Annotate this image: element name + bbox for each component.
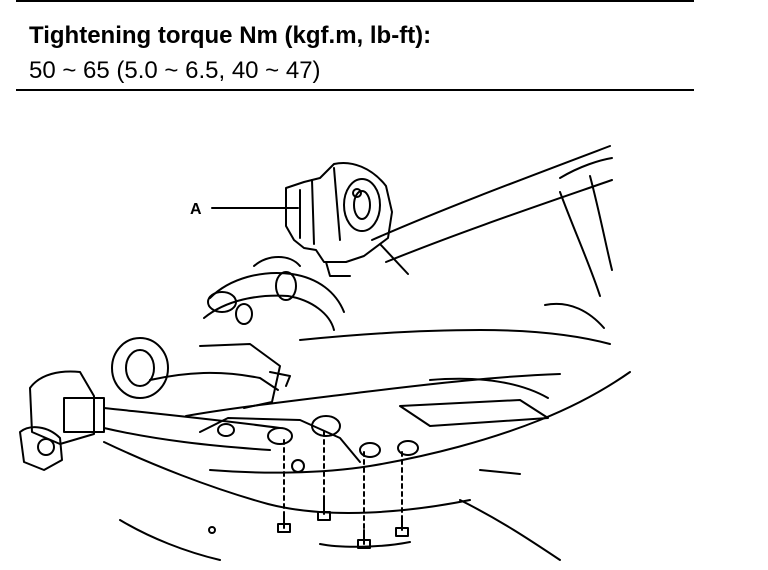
lower-arm-assembly	[19, 256, 345, 471]
torque-spec-box: Tightening torque Nm (kgf.m, lb-ft): 50 …	[16, 0, 694, 91]
upper-frame-rail	[371, 145, 613, 329]
torque-spec-value: 50 ~ 65 (5.0 ~ 6.5, 40 ~ 47)	[29, 57, 321, 84]
mounting-bolts	[277, 499, 409, 549]
engine-mount-bracket	[285, 162, 409, 277]
torque-spec-title: Tightening torque Nm (kgf.m, lb-ft):	[29, 22, 432, 49]
bolt-guide-lines	[283, 431, 403, 531]
callout-a-label: A	[190, 201, 202, 218]
subframe	[103, 329, 631, 561]
